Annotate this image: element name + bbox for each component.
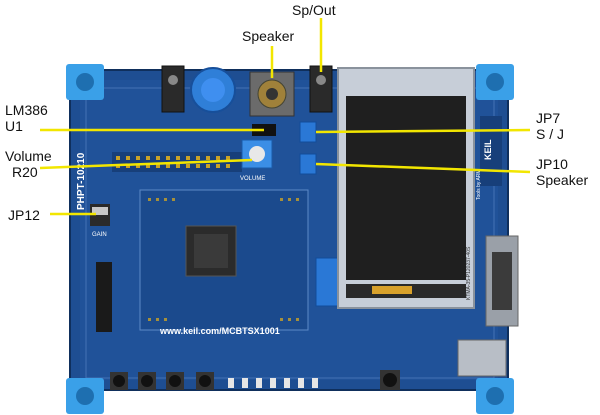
line-jp7 xyxy=(315,128,531,134)
callout-s-j: S / J xyxy=(536,126,565,142)
callout-jp12: JP12 xyxy=(8,207,40,223)
keil-brand-text: KEIL xyxy=(483,139,493,160)
potentiometer-top xyxy=(190,67,236,113)
audio-jack-sp-out xyxy=(309,65,333,113)
callout-jp7: JP7 xyxy=(536,110,561,126)
corner-mount-bottom-right xyxy=(476,378,514,414)
debug-label: Cortex debug xyxy=(334,396,370,402)
lcd-module xyxy=(337,67,475,309)
button-reset xyxy=(380,370,400,390)
small-connectors xyxy=(315,257,339,307)
callout-jp10: JP10 xyxy=(536,156,568,172)
button-label-pa5: PA5 xyxy=(138,395,151,402)
serial-connector xyxy=(485,235,519,327)
callout-sp-out: Sp/Out xyxy=(292,2,336,18)
button-label-pa4: PA4 xyxy=(110,395,123,402)
board-side-label: PHPT-10210 xyxy=(76,152,87,210)
line-jp10 xyxy=(315,162,531,174)
button-label-pa7: PA7 xyxy=(196,395,209,402)
keil-sub-label: Tools by ARM xyxy=(476,169,482,200)
callout-speaker-right: Speaker xyxy=(536,172,589,188)
speaker-component xyxy=(249,71,295,117)
reset-label: RESET xyxy=(376,395,400,402)
callout-speaker-top: Speaker xyxy=(242,28,295,44)
microcontroller-chip xyxy=(185,225,237,277)
keil-logo: KEIL xyxy=(480,116,502,186)
corner-mount-top-right xyxy=(476,64,514,100)
line-volume xyxy=(39,158,253,170)
volume-board-label: VOLUME xyxy=(240,176,265,182)
jp7-jumper xyxy=(299,121,317,143)
corner-mount-bottom-left xyxy=(66,378,104,414)
button-label-pa6: PA6 xyxy=(166,395,179,402)
callout-r20: R20 xyxy=(12,164,38,180)
usb-connector xyxy=(457,339,507,377)
board-url-label: www.keil.com/MCBTSX1001 xyxy=(159,326,280,336)
jp10-jumper xyxy=(299,153,317,175)
gain-label: GAIN xyxy=(92,232,107,238)
button-pa5 xyxy=(138,372,156,390)
audio-jack-left xyxy=(161,65,185,113)
callout-u1: U1 xyxy=(5,118,23,134)
button-pa7 xyxy=(196,372,214,390)
jp12-jumper xyxy=(90,204,110,226)
button-pa6 xyxy=(166,372,184,390)
left-header xyxy=(96,262,112,332)
corner-mount-top-left xyxy=(66,64,104,100)
button-pa4 xyxy=(110,372,128,390)
led-row xyxy=(228,378,318,388)
lcd-part-label: KTMA-35-P120237-40S xyxy=(466,246,472,300)
volume-potentiometer xyxy=(241,139,273,169)
callout-lines xyxy=(39,18,531,216)
callout-lm386: LM386 xyxy=(5,102,48,118)
callout-volume: Volume xyxy=(5,148,52,164)
